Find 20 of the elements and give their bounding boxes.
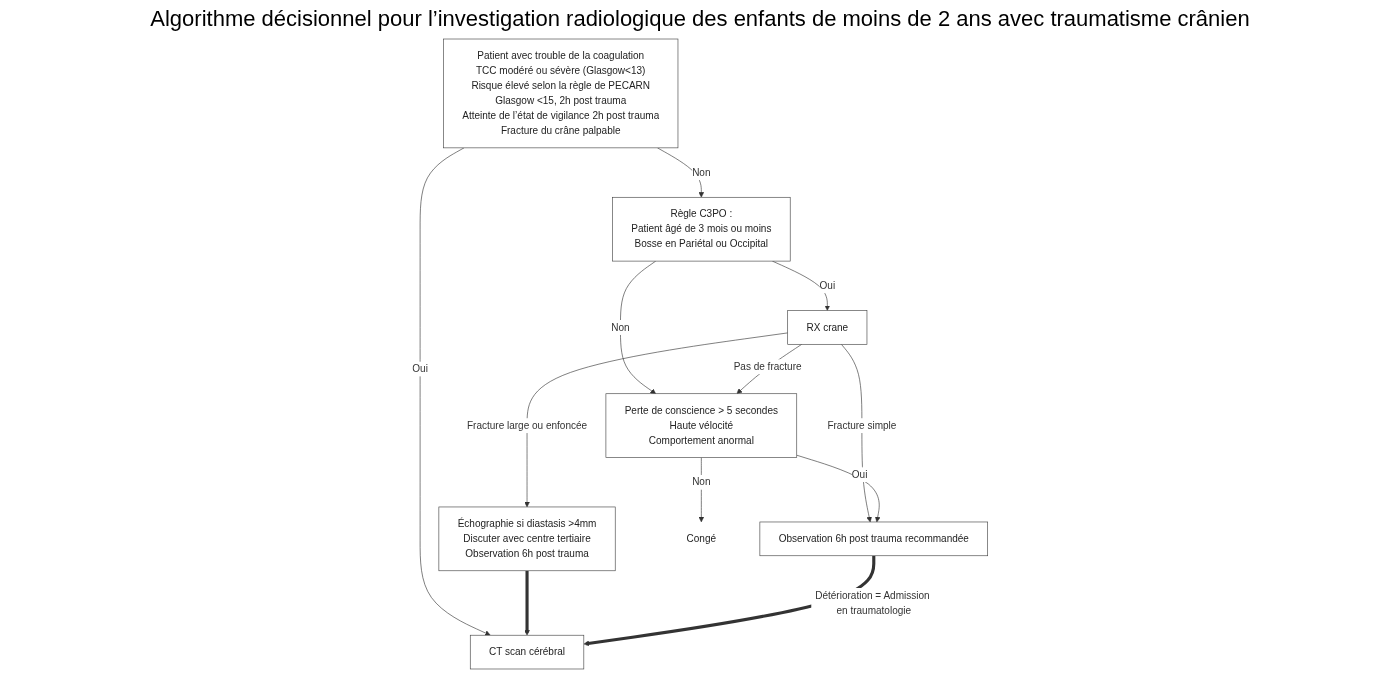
node-box: CT scan cérébral [469, 634, 585, 670]
edge-label: Fracture simple [827, 420, 897, 431]
edge-label: Oui [851, 469, 868, 480]
edge-label: Non [692, 476, 711, 488]
node-box: Perte de conscience > 5 secondes Haute vélocité Comportement anormal [605, 393, 798, 458]
edge-label: Détérioration = Admission en traumatologie [815, 589, 930, 616]
edge-label: Fracture large ou enfoncée [466, 420, 588, 431]
edge-label: Pas de fracture [733, 361, 802, 372]
arrow [524, 570, 530, 636]
node-text: Congé [686, 533, 717, 544]
node-box: Échographie si diastasis >4mm Discuter avec centre tertiaire Observation 6h post trauma [438, 506, 616, 572]
node-box: Règle C3PO : Patient âgé de 3 mois ou moins Bosse en Pariétal ou Occipital [612, 196, 791, 262]
edge-label: Oui [819, 280, 836, 291]
diagram-title: Algorithme décisionnel pour l’investigation radiologique des enfants de moins de 2 ans avec traumatisme crânien [149, 6, 1251, 32]
node-box: Observation 6h post trauma recommandée [759, 521, 988, 557]
node-box: Patient avec trouble de la coagulation TCC modéré ou sévère (Glasgow<13) Risque élevé selon la règle de PECARN Glasgow <15, 2h post trauma Atteinte de l’état de vigilance 2h post trauma Fracture du crâne palpable [443, 38, 679, 149]
edge-label: Oui [412, 363, 428, 375]
node-box: RX crane [787, 310, 868, 345]
edge-label: Non [692, 166, 711, 178]
edge-label: Non [611, 321, 630, 333]
